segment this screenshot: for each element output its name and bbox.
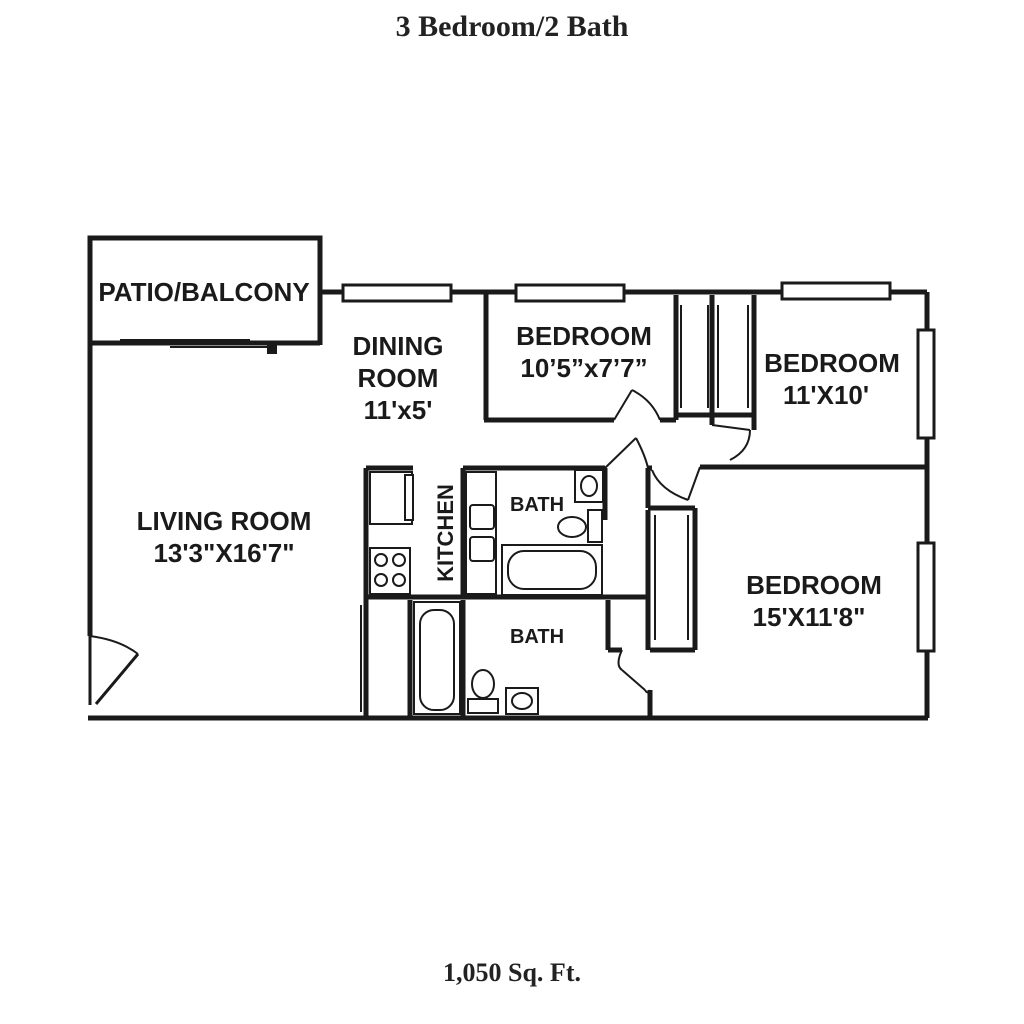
exterior-walls bbox=[87, 235, 930, 721]
interior-walls bbox=[363, 292, 927, 718]
bedroom-small-size: 10’5”x7’7” bbox=[520, 353, 647, 383]
kitchen-fixtures bbox=[369, 471, 497, 595]
patio-label: PATIO/BALCONY bbox=[98, 277, 309, 307]
bath-lower-label: BATH bbox=[510, 626, 564, 648]
plan-title: 3 Bedroom/2 Bath bbox=[395, 10, 629, 43]
living-room-size: 13'3"X16'7" bbox=[153, 538, 294, 568]
dining-size: 11'x5' bbox=[364, 395, 433, 425]
patio-sliding-door bbox=[120, 339, 277, 354]
bedroom-large-size: 15'X11'8" bbox=[753, 602, 866, 632]
bedroom-small-label: BEDROOM bbox=[516, 321, 652, 351]
dining-label-line1: DINING bbox=[353, 331, 444, 361]
kitchen-label: KITCHEN bbox=[433, 484, 458, 582]
bedroom-mid-label: BEDROOM bbox=[764, 348, 900, 378]
stove bbox=[369, 547, 411, 595]
entry-door bbox=[88, 635, 140, 705]
bath-upper-fixtures bbox=[501, 469, 604, 596]
door-swings bbox=[604, 389, 751, 694]
living-room-label: LIVING ROOM bbox=[137, 506, 312, 536]
bath-upper-label: BATH bbox=[510, 494, 564, 516]
bedroom-mid-size: 11'X10' bbox=[783, 380, 869, 410]
bedroom-large-label: BEDROOM bbox=[746, 570, 882, 600]
square-footage: 1,050 Sq. Ft. bbox=[443, 958, 581, 987]
closet-doors bbox=[360, 305, 749, 712]
bath-lower-fixtures bbox=[413, 601, 539, 715]
dining-label-line2: ROOM bbox=[358, 363, 439, 393]
windows bbox=[341, 281, 936, 653]
